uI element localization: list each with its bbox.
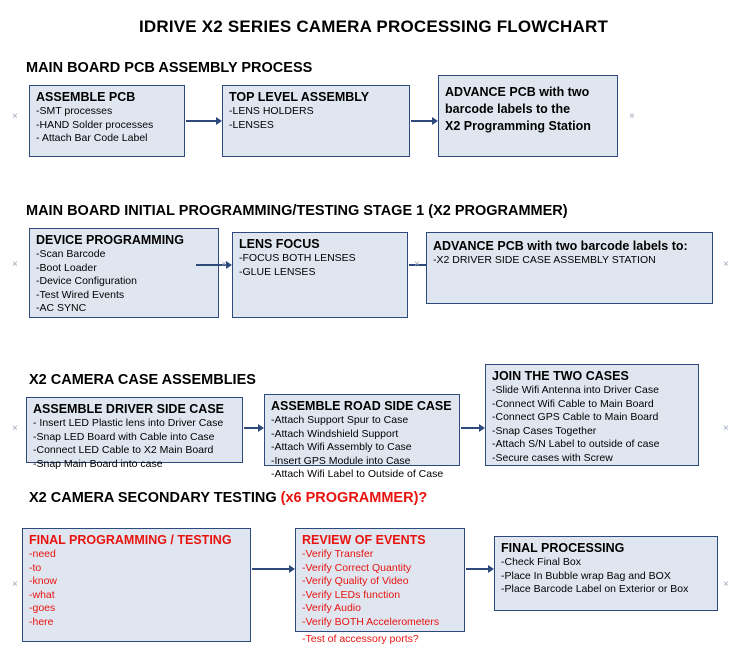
page-title: IDRIVE X2 SERIES CAMERA PROCESSING FLOWC… [138,17,609,36]
box-line: -X2 DRIVER SIDE CASE ASSEMBLY STATION [433,254,656,266]
box-line: -Snap Main Board into case [33,457,163,470]
canvas-tick-icon: × [12,259,18,270]
box-line: -Verify Quality of Video [302,575,409,587]
box-line: -LENS HOLDERS [229,105,314,117]
arrow-pcb-to-top-level [186,117,222,126]
box-assemble-road-side-case: ASSEMBLE ROAD SIDE CASE -Attach Support … [264,394,460,480]
box-final-programming-testing: FINAL PROGRAMMING / TESTING -need -to -k… [22,528,251,642]
section-heading-4-accent: (x6 PROGRAMMER)? [280,490,428,506]
canvas-tick-icon: × [723,423,729,434]
box-title: DEVICE PROGRAMMING [36,233,184,247]
box-line: -Test Wired Events [36,288,125,301]
arrow-device-to-lens-focus [196,261,232,270]
box-line: -Snap Cases Together [492,424,597,437]
box-line: -Test of accessory ports? [302,633,419,645]
arrow-driver-case-to-road-case [244,424,264,433]
box-line: -Verify Correct Quantity [302,561,412,574]
arrow-road-case-to-join [461,424,485,433]
box-assemble-pcb: ASSEMBLE PCB -SMT processes -HAND Solder… [29,85,185,157]
box-line: -Verify LEDs function [302,588,401,601]
box-title: ASSEMBLE PCB [36,90,136,104]
canvas-tick-icon: × [12,423,18,434]
box-line: -Connect LED Cable to X2 Main Board [33,444,214,456]
box-line: -Connect GPS Cable to Main Board [492,411,659,423]
box-line: -goes [29,602,56,614]
box-lens-focus: LENS FOCUS -FOCUS BOTH LENSES -GLUE LENS… [232,232,408,318]
box-title: TOP LEVEL ASSEMBLY [229,90,370,104]
box-line: -know [29,575,58,587]
box-line: -here [29,615,54,628]
box-line: -SMT processes [36,105,113,117]
box-title: FINAL PROCESSING [501,541,625,555]
section-heading-4-text: X2 CAMERA SECONDARY TESTING [29,490,281,506]
box-title: FINAL PROGRAMMING / TESTING [29,533,232,547]
box-line: -Slide Wifi Antenna into Driver Case [492,384,659,396]
canvas-tick-icon: × [723,259,729,270]
arrow-top-level-to-advance [411,117,438,126]
canvas-tick-icon: × [723,579,729,590]
section-heading-4: X2 CAMERA SECONDARY TESTING (x6 PROGRAMM… [29,490,427,506]
canvas-tick-icon: × [629,111,635,122]
box-final-processing: FINAL PROCESSING -Check Final Box -Place… [494,536,718,611]
box-top-level-assembly: TOP LEVEL ASSEMBLY -LENS HOLDERS -LENSES [222,85,410,157]
box-line: -Place Barcode Label on Exterior or Box [501,583,689,595]
box-line: -Attach S/N Label to outside of case [492,438,660,450]
box-title: LENS FOCUS [239,237,320,251]
box-line: -Attach Wifi Assembly to Case [271,441,412,453]
canvas-tick-icon: × [414,259,420,270]
box-line: X2 Programming Station [445,119,591,133]
section-heading-2: MAIN BOARD INITIAL PROGRAMMING/TESTING S… [26,203,568,219]
section-heading-1: MAIN BOARD PCB ASSEMBLY PROCESS [26,60,313,76]
box-title: ASSEMBLE DRIVER SIDE CASE [33,402,225,416]
box-line: -FOCUS BOTH LENSES [239,252,356,264]
box-line: - Attach Bar Code Label [36,132,148,144]
box-line: barcode labels to the [445,102,571,116]
box-line: -Attach Wifi Label to Outside of Case [271,468,444,480]
canvas-tick-icon: × [221,259,227,270]
box-line: -what [29,588,55,601]
box-line: -Boot Loader [36,261,97,274]
box-line: -AC SYNC [36,302,87,314]
box-line: -Check Final Box [501,556,581,568]
box-line: -Insert GPS Module into Case [271,454,411,467]
box-line: -Attach Windshield Support [271,427,399,440]
canvas-tick-icon: × [12,579,18,590]
box-line: -Connect Wifi Cable to Main Board [492,397,654,410]
box-line: -Verify Audio [302,602,361,614]
box-line: -HAND Solder processes [36,118,154,131]
box-device-programming: DEVICE PROGRAMMING -Scan Barcode -Boot L… [29,228,219,318]
box-title: JOIN THE TWO CASES [492,369,629,383]
arrow-final-programming-to-review [252,565,295,574]
box-advance-pcb-driver-side: ADVANCE PCB with two barcode labels to: … [426,232,713,304]
box-assemble-driver-side-case: ASSEMBLE DRIVER SIDE CASE - Insert LED P… [26,397,243,470]
canvas-tick-icon: × [12,111,18,122]
box-line: -Secure cases with Screw [492,451,613,464]
box-line: -to [29,561,42,574]
box-line: -Scan Barcode [36,248,106,260]
box-review-of-events: REVIEW OF EVENTS -Verify Transfer -Verif… [295,528,465,645]
box-title: REVIEW OF EVENTS [302,533,426,547]
box-line: -Snap LED Board with Cable into Case [33,430,215,443]
box-line: -Device Configuration [36,275,137,287]
box-line: -Place In Bubble wrap Bag and BOX [501,569,671,582]
section-heading-3: X2 CAMERA CASE ASSEMBLIES [29,372,256,388]
box-line: -Verify BOTH Accelerometers [302,615,440,628]
box-advance-pcb-programming-station: ADVANCE PCB with two barcode labels to t… [438,75,618,157]
box-title: ASSEMBLE ROAD SIDE CASE [271,399,452,413]
box-line: -Verify Transfer [302,548,374,560]
box-line: -GLUE LENSES [239,265,316,278]
box-line: - Insert LED Plastic lens into Driver Ca… [33,417,224,429]
box-title: ADVANCE PCB with two barcode labels to: [433,239,688,253]
box-line: -Attach Support Spur to Case [271,414,409,426]
box-line: -LENSES [229,118,274,131]
arrow-review-to-final-processing [466,565,494,574]
box-line: -need [29,548,56,560]
box-title: ADVANCE PCB with two [445,85,590,99]
box-join-the-two-cases: JOIN THE TWO CASES -Slide Wifi Antenna i… [485,364,699,466]
